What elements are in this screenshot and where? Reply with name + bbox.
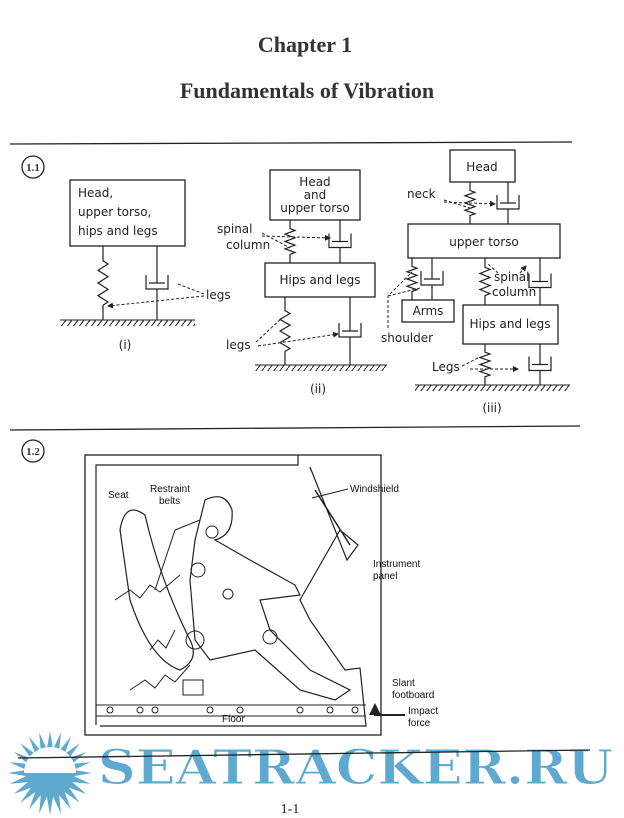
floor-label: Floor (222, 714, 245, 725)
damper (496, 182, 520, 224)
sun-highlight (24, 747, 76, 773)
divider (9, 141, 573, 145)
mass-label: hips and legs (78, 224, 158, 238)
damper (420, 258, 444, 300)
impact-label: Impact (408, 706, 438, 717)
mass-label: upper torso (449, 235, 519, 249)
restraint-label: belts (159, 496, 180, 507)
caption: (ii) (310, 382, 326, 396)
impact-label: force (408, 718, 431, 729)
roller (326, 706, 334, 714)
damper (145, 246, 169, 320)
divider (9, 425, 581, 431)
divider (17, 749, 591, 759)
legs-label: legs (206, 288, 231, 302)
spring (96, 246, 110, 320)
roller (206, 706, 214, 714)
instrument-label: Instrument (373, 559, 420, 570)
figure-number: 1.2 (26, 446, 40, 458)
legs-label: legs (226, 338, 251, 352)
page-number: 1-1 (281, 802, 300, 817)
roller (351, 706, 359, 714)
mass-box (69, 179, 186, 247)
occupant-figure (189, 496, 352, 701)
chapter-title: Fundamentals of Vibration (180, 78, 434, 103)
shoulder-label: shoulder (381, 331, 433, 345)
figure-1-1: 1.1 Head, upper torso, hips and legs leg… (21, 149, 570, 415)
mass-label: Arms (413, 304, 444, 318)
watermark-text: SEATRACKER.RU (98, 740, 613, 796)
instrument-label: panel (373, 571, 397, 582)
spring (278, 297, 292, 365)
mass-label: Head (466, 160, 497, 174)
neck-label: neck (407, 187, 436, 201)
spring (478, 344, 492, 385)
roller (151, 706, 159, 714)
spring (283, 220, 297, 263)
damper (338, 297, 362, 365)
figure-number-badge (21, 155, 45, 179)
watermark-logo: SEATRACKER.RU (8, 731, 614, 815)
roller (136, 706, 144, 714)
windshield-label: Windshield (350, 484, 399, 495)
mass-label: Head, (78, 186, 113, 200)
seat-label: Seat (108, 490, 129, 501)
footboard-label: footboard (392, 690, 434, 701)
seat-shape (119, 509, 194, 671)
mass-label: Head (299, 175, 330, 189)
figure-1-2: 1.2 Seat Restraint belts Windshield Inst… (21, 439, 438, 736)
figure-number: 1.1 (26, 162, 40, 174)
roller (106, 706, 114, 714)
chapter-label: Chapter 1 (258, 32, 352, 57)
roller (296, 706, 304, 714)
caption: (i) (119, 338, 132, 352)
mass-label: Hips and legs (279, 273, 360, 287)
damper (528, 344, 552, 385)
legs-label: Legs (432, 360, 460, 374)
damper (328, 220, 352, 263)
footboard-label: Slant (392, 678, 415, 689)
spring (478, 258, 492, 305)
spinal-label: column (492, 285, 536, 299)
mass-label: upper torso (280, 201, 350, 215)
spinal-label: spinal (494, 270, 530, 284)
spring (405, 258, 419, 300)
mass-label: and (304, 188, 327, 202)
mass-label: Hips and legs (469, 317, 550, 331)
damper (528, 258, 552, 305)
restraint-label: Restraint (150, 484, 190, 495)
roller (236, 706, 244, 714)
mass-label: upper torso, (78, 205, 151, 219)
spinal-label: spinal (217, 222, 253, 236)
spinal-label: column (226, 238, 270, 252)
caption: (iii) (482, 401, 501, 415)
vehicle-frame (84, 454, 382, 736)
